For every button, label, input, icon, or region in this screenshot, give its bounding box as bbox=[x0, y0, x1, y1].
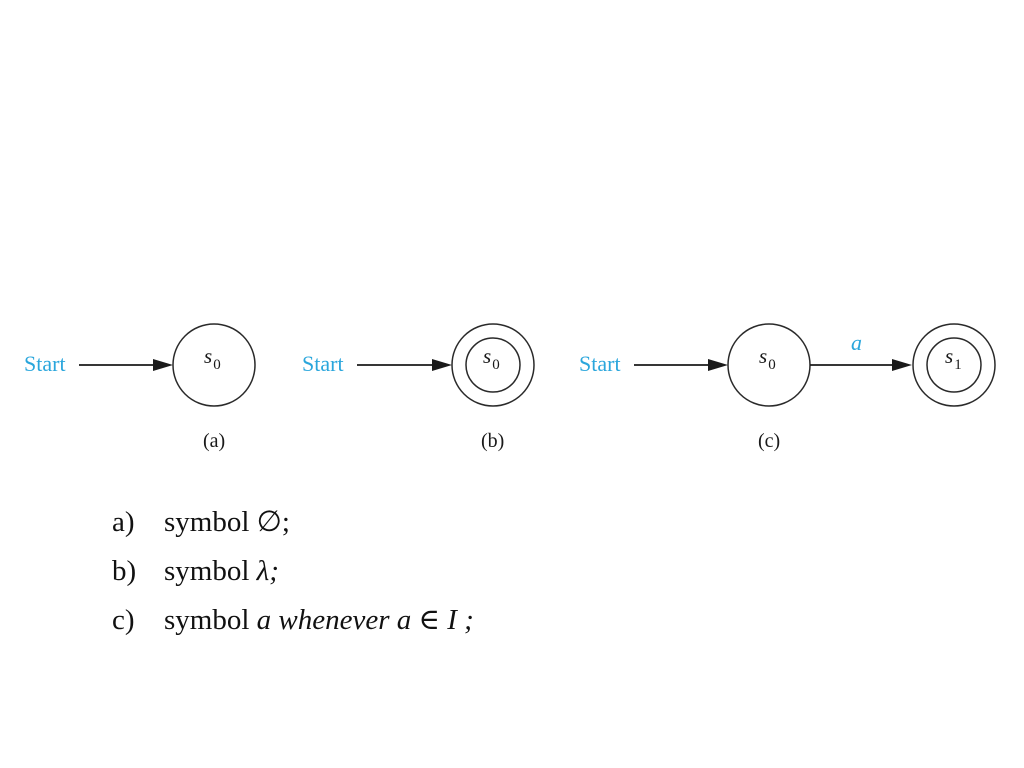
state-label-s0-b: s0 bbox=[483, 344, 500, 373]
panel-a: Start s0 (a) bbox=[24, 323, 256, 452]
caption-c: (c) bbox=[758, 430, 780, 452]
caption-a: (a) bbox=[203, 430, 225, 452]
transition-arrowhead-a bbox=[892, 359, 912, 371]
note-marker-b: b) bbox=[112, 555, 137, 587]
state-label-s1-c: s1 bbox=[945, 344, 962, 373]
panel-b: Start s0 (b) bbox=[302, 323, 535, 452]
note-item-a: a) symbol ∅; bbox=[112, 498, 474, 547]
start-label-a: Start bbox=[24, 351, 66, 376]
start-arrowhead-b bbox=[432, 359, 452, 371]
state-s0-b-outer bbox=[451, 323, 535, 407]
state-s0-b-inner bbox=[465, 337, 521, 393]
note-marker-a: a) bbox=[112, 506, 135, 538]
note-text-b: symbol λ; bbox=[164, 555, 279, 587]
note-item-b: b) symbol λ; bbox=[112, 547, 474, 596]
transition-label-a: a bbox=[851, 330, 862, 355]
caption-b: (b) bbox=[481, 430, 504, 452]
note-text-a: symbol ∅; bbox=[164, 506, 290, 538]
state-label-s0-a: s0 bbox=[204, 344, 221, 373]
note-text-c: symbol a whenever a ∈ I ; bbox=[164, 604, 474, 636]
panel-c: Start s0 a s1 (c) bbox=[579, 323, 996, 452]
state-s1-c-outer bbox=[912, 323, 996, 407]
notes-list: a) symbol ∅; b) symbol λ; c) symbol a wh… bbox=[112, 498, 474, 645]
start-arrowhead-a bbox=[153, 359, 173, 371]
state-label-s0-c: s0 bbox=[759, 344, 776, 373]
state-s1-c-inner bbox=[926, 337, 982, 393]
start-arrowhead-c bbox=[708, 359, 728, 371]
note-marker-c: c) bbox=[112, 604, 135, 636]
start-label-c: Start bbox=[579, 351, 621, 376]
note-item-c: c) symbol a whenever a ∈ I ; bbox=[112, 596, 474, 645]
start-label-b: Start bbox=[302, 351, 344, 376]
state-s0-a bbox=[172, 323, 256, 407]
